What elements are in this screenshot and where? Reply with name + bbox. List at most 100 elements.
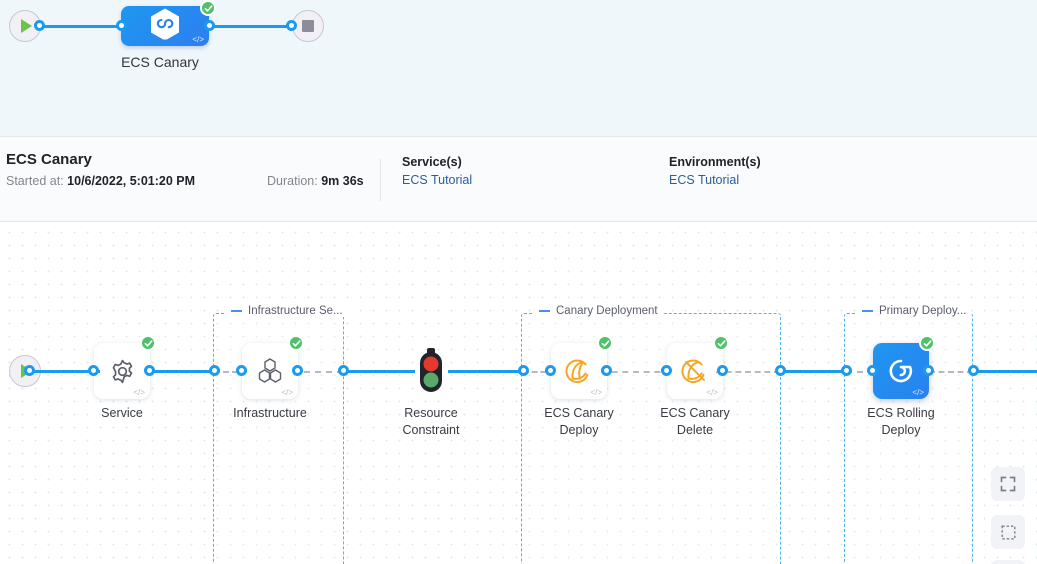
stage-output-port[interactable] xyxy=(204,20,215,31)
step-ecs-rolling-deploy-box[interactable]: </> xyxy=(873,343,929,399)
edge-canary-deploy-to-delete xyxy=(601,371,671,373)
duration: Duration: 9m 36s xyxy=(267,174,364,188)
collapse-dash-icon[interactable] xyxy=(862,310,873,312)
step-input-port[interactable] xyxy=(88,365,99,376)
step-resource-constraint[interactable]: Resource Constraint xyxy=(403,343,459,437)
canary-bird-icon xyxy=(565,359,589,384)
step-input-port[interactable] xyxy=(545,365,556,376)
mini-graph: </> ECS Canary xyxy=(0,0,360,90)
selection-box-button[interactable] xyxy=(991,515,1025,549)
environments-column: Environment(s) ECS Tutorial xyxy=(669,155,761,187)
step-input-port[interactable] xyxy=(661,365,672,376)
step-status-badge xyxy=(288,335,304,351)
step-status-badge xyxy=(713,335,729,351)
step-resource-constraint-label: Resource Constraint xyxy=(361,405,501,439)
step-ecs-canary-delete[interactable]: </> ECS Canary Delete xyxy=(660,335,730,437)
edge-primary-exit xyxy=(929,371,973,373)
label-line-2: Deploy xyxy=(559,423,599,437)
end-node[interactable] xyxy=(292,10,324,42)
execution-info-bar: ECS Canary Started at: 10/6/2022, 5:01:2… xyxy=(0,136,1037,222)
gear-icon xyxy=(112,359,132,383)
connector-port-group2-right[interactable] xyxy=(775,365,786,376)
step-output-port[interactable] xyxy=(292,365,303,376)
step-status-badge xyxy=(919,335,935,351)
end-node-port[interactable] xyxy=(286,20,297,31)
info-divider xyxy=(380,159,381,201)
step-output-port[interactable] xyxy=(923,365,934,376)
step-service[interactable]: </> Service xyxy=(88,335,156,420)
connector-port-group2-left[interactable] xyxy=(518,365,529,376)
step-ecs-rolling-deploy[interactable]: </> ECS Rolling Deploy xyxy=(867,335,935,437)
connector-port-group1-left[interactable] xyxy=(209,365,220,376)
connector-port-group3-left[interactable] xyxy=(841,365,852,376)
duration-value: 9m 36s xyxy=(321,174,364,188)
edge-service-to-group1 xyxy=(146,370,214,373)
pipeline-overview-strip: </> ECS Canary xyxy=(0,0,1037,136)
step-code-tag: </> xyxy=(281,388,293,397)
start-node-port[interactable] xyxy=(34,20,45,31)
fit-to-screen-button[interactable] xyxy=(991,467,1025,501)
step-service-box[interactable]: </> xyxy=(94,343,150,399)
label-line-2: Deploy xyxy=(881,423,921,437)
connector-port-group1-right[interactable] xyxy=(338,365,349,376)
group-canary-deployment-label: Canary Deployment xyxy=(534,305,663,317)
ecs-rolling-icon xyxy=(889,359,913,383)
collapse-dash-icon[interactable] xyxy=(231,310,242,312)
step-infrastructure-label: Infrastructure xyxy=(233,406,307,420)
edge-resource-to-canary-group xyxy=(448,370,524,373)
label-line-1: ECS Canary xyxy=(544,406,614,420)
service-link[interactable]: ECS Tutorial xyxy=(402,173,473,187)
label-line-1: Resource xyxy=(404,406,458,420)
step-ecs-rolling-deploy-label: ECS Rolling Deploy xyxy=(831,405,971,439)
traffic-light-icon xyxy=(420,348,442,392)
step-status-badge xyxy=(597,335,613,351)
services-column: Service(s) ECS Tutorial xyxy=(402,155,472,187)
step-service-label: Service xyxy=(101,406,143,420)
step-status-badge xyxy=(140,335,156,351)
pipeline-stage-card[interactable]: </> xyxy=(121,6,209,46)
environments-header: Environment(s) xyxy=(669,155,761,169)
step-code-tag: </> xyxy=(912,388,924,397)
started-at-value: 10/6/2022, 5:01:20 PM xyxy=(67,174,196,188)
play-icon xyxy=(21,19,32,33)
step-output-port[interactable] xyxy=(144,365,155,376)
step-output-port[interactable] xyxy=(717,365,728,376)
edge-stage-to-end xyxy=(210,25,292,28)
step-ecs-canary-deploy[interactable]: </> ECS Canary Deploy xyxy=(544,335,614,437)
label-line-1: ECS Rolling xyxy=(867,406,935,420)
label-line-2: Constraint xyxy=(402,423,460,437)
step-input-port[interactable] xyxy=(867,365,878,376)
execution-title: ECS Canary xyxy=(6,151,92,168)
label-line-1: ECS Canary xyxy=(660,406,730,420)
step-ecs-canary-delete-label: ECS Canary Delete xyxy=(625,405,765,439)
step-ecs-canary-deploy-box[interactable]: </> xyxy=(551,343,607,399)
stage-status-badge xyxy=(200,0,216,16)
expand-icon xyxy=(1000,476,1016,492)
step-output-port[interactable] xyxy=(601,365,612,376)
step-input-port[interactable] xyxy=(236,365,247,376)
edge-primary-to-end xyxy=(971,370,1037,373)
step-resource-constraint-box[interactable] xyxy=(403,343,459,399)
stage-graph-canvas[interactable]: Infrastructure Se... Canary Deployment P… xyxy=(0,222,1037,564)
stage-code-tag: </> xyxy=(192,35,204,44)
edge-start-to-stage xyxy=(40,25,124,28)
group-infrastructure-section-label: Infrastructure Se... xyxy=(226,305,348,317)
edge-infra-exit xyxy=(293,371,343,373)
label-line-2: Delete xyxy=(676,423,714,437)
zoom-controls[interactable]: + – xyxy=(991,560,1025,564)
connector-port-group3-right[interactable] xyxy=(968,365,979,376)
stop-icon xyxy=(302,20,314,32)
duration-label: Duration: xyxy=(267,174,318,188)
step-infrastructure[interactable]: </> Infrastructure xyxy=(233,335,307,420)
graph-start-port[interactable] xyxy=(24,365,35,376)
dashed-square-icon xyxy=(1001,525,1016,540)
harness-hex-icon xyxy=(150,8,180,45)
collapse-dash-icon[interactable] xyxy=(539,310,550,312)
step-code-tag: </> xyxy=(133,388,145,397)
group-label-text: Canary Deployment xyxy=(556,305,658,317)
environment-link[interactable]: ECS Tutorial xyxy=(669,173,740,187)
step-infrastructure-box[interactable]: </> xyxy=(242,343,298,399)
step-ecs-canary-delete-box[interactable]: </> xyxy=(667,343,723,399)
stage-input-port[interactable] xyxy=(116,20,127,31)
